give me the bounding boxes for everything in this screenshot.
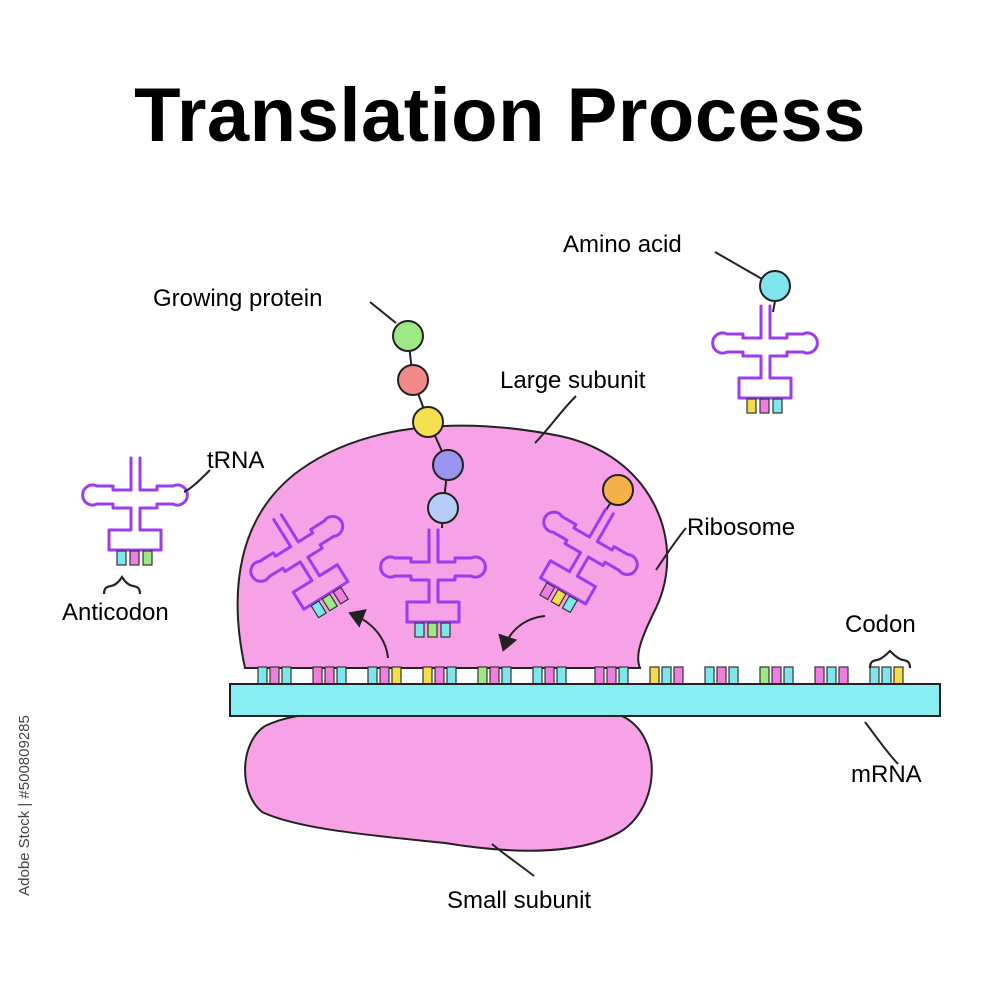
mrna-base — [771, 666, 782, 685]
exit-arrow — [348, 609, 389, 659]
label-mrna: mRNA — [851, 761, 922, 788]
mrna-base — [606, 666, 617, 685]
mrna-base — [324, 666, 335, 685]
label-amino-acid: Amino acid — [563, 231, 682, 258]
small-subunit — [244, 703, 653, 852]
label-large-subunit: Large subunit — [500, 367, 646, 394]
amino-acid-lightblue — [427, 492, 459, 524]
entry-arrow — [498, 615, 546, 652]
mrna-base — [673, 666, 684, 685]
mrna-base — [269, 666, 280, 685]
label-trna: tRNA — [207, 447, 264, 474]
mrna-base — [826, 666, 837, 685]
mrna-base — [618, 666, 629, 685]
stock-watermark-id: Adobe Stock | #500809285 — [15, 714, 33, 896]
codon-brace — [868, 649, 912, 669]
mrna-base — [312, 666, 323, 685]
trna-a-site — [538, 507, 639, 614]
mrna-base — [881, 666, 892, 685]
label-small-subunit: Small subunit — [447, 887, 591, 914]
mrna-base — [814, 666, 825, 685]
mrna-base — [544, 666, 555, 685]
mrna-base — [489, 666, 500, 685]
trna-exit-site — [249, 513, 350, 619]
mrna-base — [728, 666, 739, 685]
mrna-base — [716, 666, 727, 685]
mrna-base — [661, 666, 672, 685]
trna-free-right — [711, 304, 819, 414]
mrna-base — [379, 666, 390, 685]
label-growing-protein: Growing protein — [153, 285, 322, 312]
amino-acid-orange — [602, 474, 634, 506]
mrna-base — [759, 666, 770, 685]
mrna-base — [783, 666, 794, 685]
mrna-base — [281, 666, 292, 685]
mrna-base — [422, 666, 433, 685]
mrna-base — [446, 666, 457, 685]
growing-protein-chain — [392, 320, 464, 529]
mrna-base — [391, 666, 402, 685]
mrna-base — [336, 666, 347, 685]
trna-layer — [81, 304, 819, 638]
amino-acid-yellow — [412, 406, 444, 438]
mrna-base — [704, 666, 715, 685]
amino-acid-green — [392, 320, 424, 352]
anticodon-brace — [102, 575, 142, 595]
large-subunit — [236, 424, 669, 669]
mrna-base — [556, 666, 567, 685]
mrna-base — [257, 666, 268, 685]
mrna-base — [532, 666, 543, 685]
leader-lines — [183, 251, 899, 877]
mrna-base — [838, 666, 849, 685]
mrna-base — [501, 666, 512, 685]
mrna-base — [893, 666, 904, 685]
amino-acid-cyan — [759, 270, 791, 302]
mrna-base — [434, 666, 445, 685]
mrna-base — [594, 666, 605, 685]
mrna-base — [477, 666, 488, 685]
label-ribosome: Ribosome — [687, 514, 795, 541]
amino-acid-red — [397, 364, 429, 396]
page-title: Translation Process — [134, 73, 866, 158]
mrna-strand — [229, 683, 941, 717]
mrna-bases — [257, 666, 904, 685]
mrna-base — [649, 666, 660, 685]
amino-acid-violet — [432, 449, 464, 481]
trna-p-site — [379, 528, 487, 638]
mrna-base — [367, 666, 378, 685]
trna-free-left — [81, 456, 189, 566]
label-codon: Codon — [845, 611, 916, 638]
mrna-base — [869, 666, 880, 685]
label-anticodon: Anticodon — [62, 599, 169, 626]
